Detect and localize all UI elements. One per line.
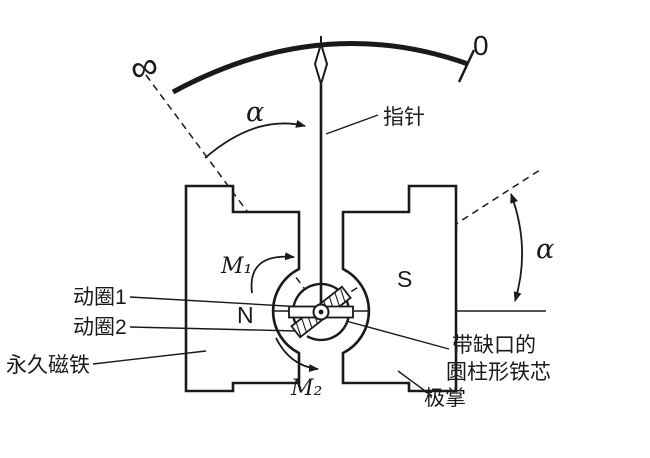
scale-infinity-label: ∞: [126, 44, 163, 92]
scale-zero-tick: [457, 49, 476, 83]
leader-pointer: [325, 114, 379, 135]
m2-label: M₂: [290, 376, 322, 401]
pivot-dot: [318, 309, 324, 315]
s-pole-label: S: [397, 266, 412, 292]
n-pole-label: N: [237, 302, 254, 328]
pointer-needle-diamond: [313, 40, 329, 88]
leader-iron-core: [345, 320, 450, 350]
alpha-left-label: α: [246, 97, 264, 128]
coil1-label: 动圈1: [73, 286, 127, 309]
iron-core-label-line1: 带缺口的: [452, 334, 536, 357]
pointer-label: 指针: [383, 106, 425, 129]
leader-permanent-magnet: [92, 350, 207, 365]
m1-torque-arrow: [250, 252, 295, 294]
m2-torque-arrow: [275, 337, 319, 373]
leader-coil2: [129, 326, 298, 332]
alpha-arrow-right: [510, 193, 524, 302]
left-pole-piece: [184, 184, 301, 393]
leader-coil1: [129, 296, 304, 308]
coil2-label: 动圈2: [73, 316, 127, 339]
alpha-arrow-left: [204, 119, 306, 159]
iron-core-label-line2: 圆柱形铁芯: [446, 361, 551, 384]
permanent-magnet-label: 永久磁铁: [6, 354, 90, 377]
leader-pole-shoe: [397, 370, 433, 397]
right-pole-piece: [341, 184, 458, 393]
m1-label: M₁: [220, 254, 252, 279]
scale-zero-label: 0: [473, 30, 489, 61]
alpha-right-label: α: [536, 234, 554, 265]
pole-shoe-label: 极掌: [424, 387, 466, 410]
